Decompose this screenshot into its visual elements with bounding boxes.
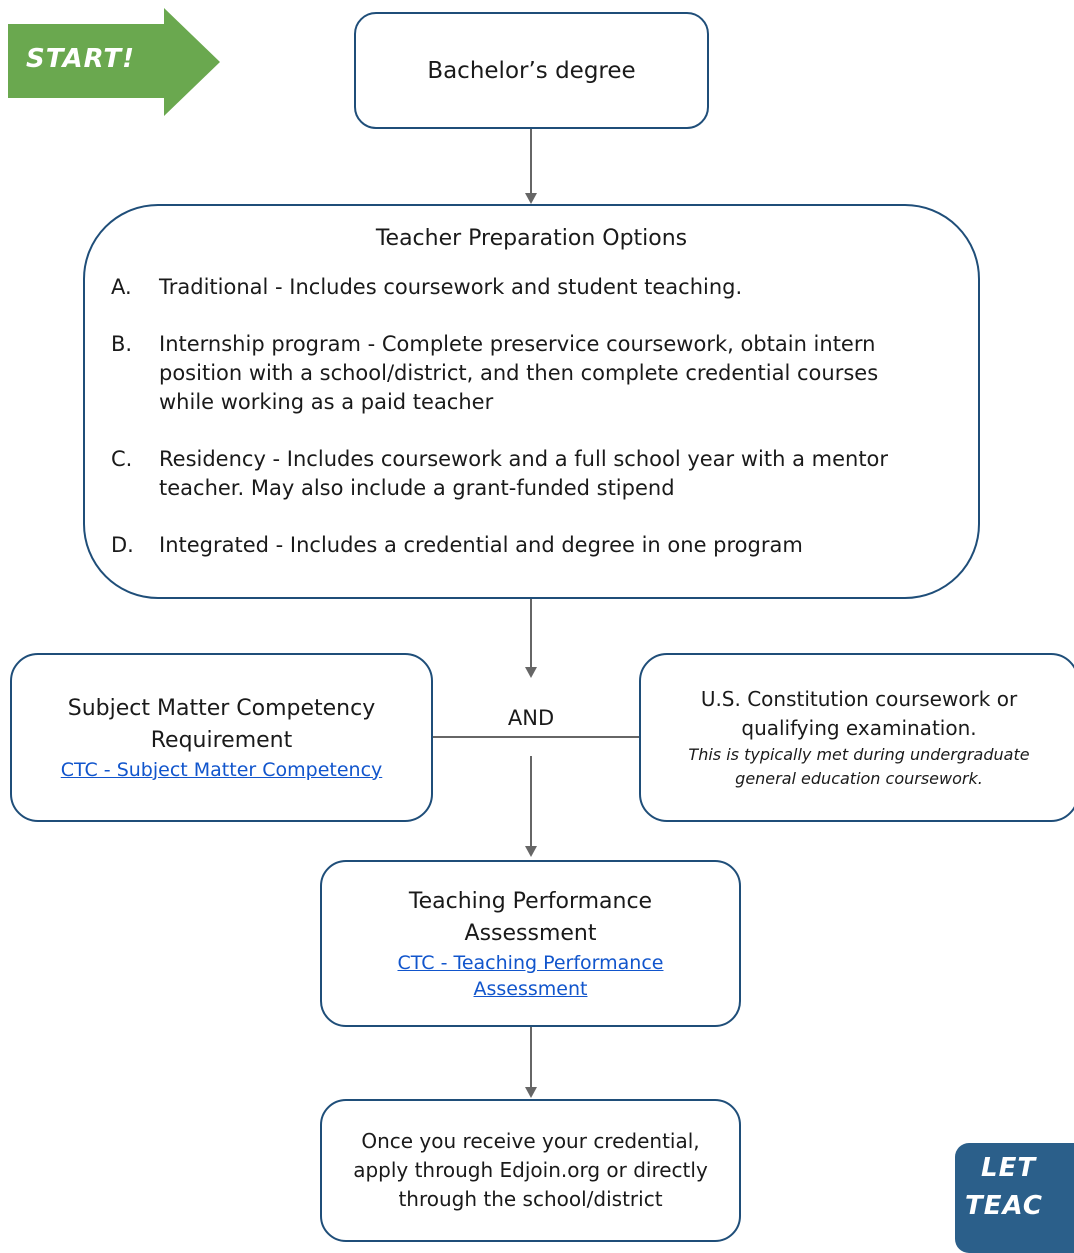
connector-line-4 bbox=[530, 1027, 532, 1089]
subject-matter-box: Subject Matter Competency Requirement CT… bbox=[10, 653, 433, 822]
constitution-box: U.S. Constitution coursework or qualifyi… bbox=[639, 653, 1074, 822]
constitution-note: This is typically met during undergradua… bbox=[688, 744, 1030, 788]
and-label: AND bbox=[507, 706, 555, 730]
connector-arrowhead-1 bbox=[525, 193, 537, 204]
tpa-box: Teaching Performance Assessment CTC - Te… bbox=[320, 860, 741, 1027]
option-text: Internship program - Complete preservice… bbox=[159, 332, 879, 414]
option-text: Residency - Includes coursework and a fu… bbox=[159, 447, 889, 500]
option-text: Traditional - Includes coursework and st… bbox=[159, 275, 743, 299]
start-arrow-badge bbox=[8, 8, 220, 116]
teacher-preparation-title: Teacher Preparation Options bbox=[375, 226, 688, 251]
option-d: D. Integrated - Includes a credential an… bbox=[111, 531, 938, 560]
connector-arrowhead-3 bbox=[525, 846, 537, 857]
corner-badge: LET TEAC bbox=[955, 1143, 1074, 1253]
corner-badge-line1: LET bbox=[981, 1153, 1037, 1183]
constitution-title: U.S. Constitution coursework or qualifyi… bbox=[700, 686, 1018, 740]
connector-line-2 bbox=[530, 599, 532, 669]
connector-line-3 bbox=[530, 756, 532, 848]
connector-arrowhead-4 bbox=[525, 1087, 537, 1098]
and-connector-line bbox=[433, 736, 639, 738]
option-a: A. Traditional - Includes coursework and… bbox=[111, 273, 938, 302]
final-step-box: Once you receive your credential, apply … bbox=[320, 1099, 741, 1242]
start-badge-label: START! bbox=[26, 44, 136, 74]
teacher-preparation-options-box: Teacher Preparation Options A. Tradition… bbox=[83, 204, 980, 599]
corner-badge-line2: TEAC bbox=[965, 1191, 1043, 1221]
options-list: A. Traditional - Includes coursework and… bbox=[111, 273, 938, 560]
tpa-title: Teaching Performance Assessment bbox=[408, 888, 653, 946]
bachelors-degree-box: Bachelor’s degree bbox=[354, 12, 709, 129]
connector-line-1 bbox=[530, 129, 532, 195]
final-step-text: Once you receive your credential, apply … bbox=[353, 1129, 708, 1211]
connector-arrowhead-2 bbox=[525, 667, 537, 678]
subject-matter-link[interactable]: CTC - Subject Matter Competency bbox=[60, 758, 383, 781]
tpa-link[interactable]: CTC - Teaching Performance Assessment bbox=[397, 951, 664, 1000]
option-letter: C. bbox=[111, 447, 133, 471]
option-letter: A. bbox=[111, 275, 132, 299]
subject-matter-title: Subject Matter Competency Requirement bbox=[67, 695, 376, 753]
option-letter: D. bbox=[111, 533, 134, 557]
bachelors-degree-label: Bachelor’s degree bbox=[427, 57, 636, 84]
option-letter: B. bbox=[111, 332, 133, 356]
option-b: B. Internship program - Complete preserv… bbox=[111, 330, 938, 417]
option-c: C. Residency - Includes coursework and a… bbox=[111, 445, 938, 503]
option-text: Integrated - Includes a credential and d… bbox=[159, 533, 803, 557]
